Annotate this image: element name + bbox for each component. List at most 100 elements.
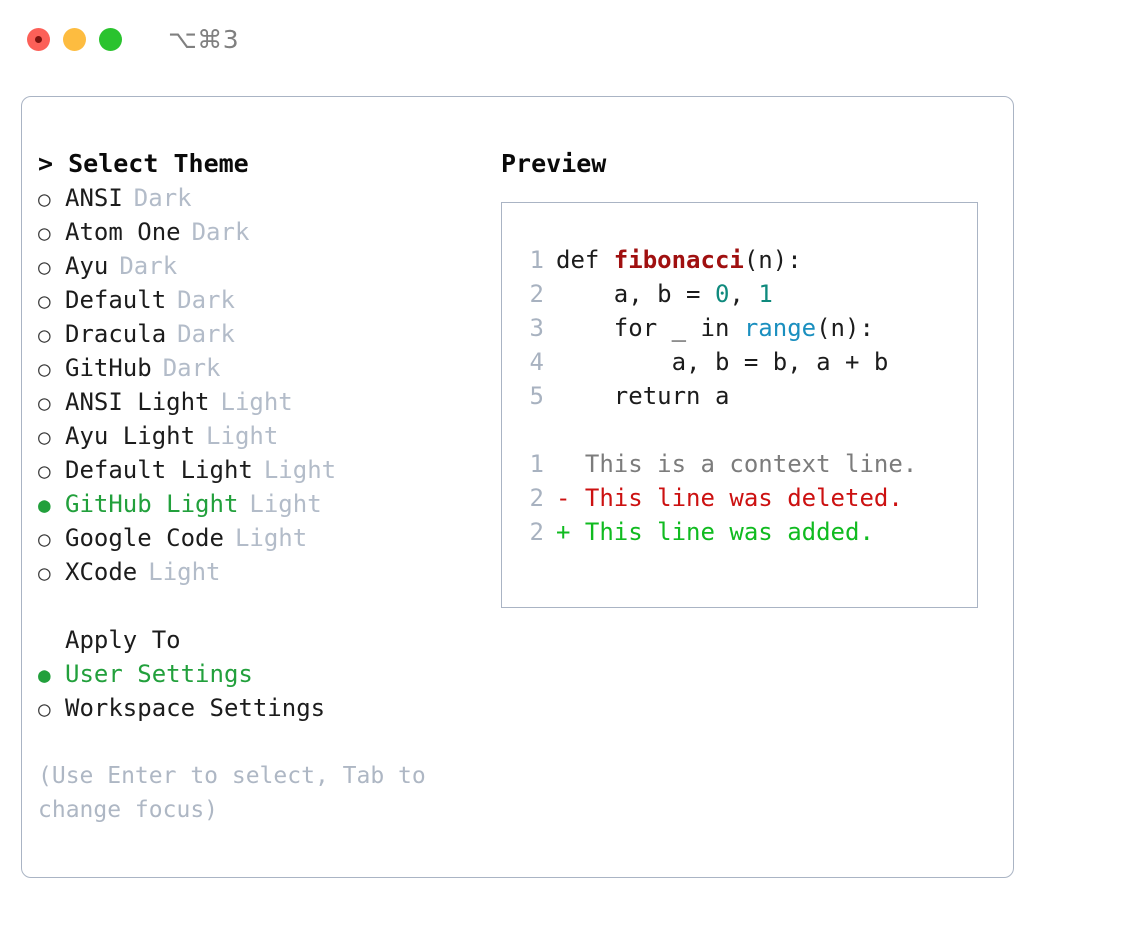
radio-unselected-icon: ○: [38, 561, 51, 585]
code-token: 1: [758, 280, 773, 308]
apply-to-option-label: Workspace Settings: [65, 694, 326, 722]
theme-option-atom-one[interactable]: ○ Atom One Dark: [38, 215, 498, 249]
theme-option-label: Atom One: [65, 218, 181, 246]
theme-variant-tag: Dark: [119, 252, 178, 280]
code-token: for _ in: [613, 314, 744, 342]
radio-selected-icon: ●: [38, 663, 51, 687]
code-line: 4 a, b = b, a + b: [514, 345, 971, 379]
theme-variant-tag: Light: [249, 490, 322, 518]
maximize-window-icon[interactable]: [99, 27, 122, 51]
code-line-content: for _ in range(n):: [556, 311, 874, 345]
code-line-content: return a: [556, 379, 730, 413]
keyboard-shortcut-label: ⌥⌘3: [168, 24, 240, 54]
code-line: 2 a, b = 0, 1: [514, 277, 971, 311]
radio-unselected-icon: ○: [38, 459, 51, 483]
line-number: 2: [529, 484, 544, 512]
keyboard-hint-text: (Use Enter to select, Tab to change focu…: [38, 763, 440, 823]
diff-line-text: This is a context line.: [584, 450, 918, 478]
code-line-content: a, b = b, a + b: [556, 345, 889, 379]
code-token: 0: [714, 280, 730, 308]
apply-to-option-workspace-settings[interactable]: ○ Workspace Settings: [38, 691, 498, 725]
theme-option-default[interactable]: ○ Default Dark: [38, 283, 498, 317]
code-token: def: [556, 246, 614, 274]
code-token: return a: [613, 382, 730, 410]
code-token: fibonacci: [613, 246, 744, 274]
radio-selected-icon: ●: [38, 493, 51, 517]
code-line: 3 for _ in range(n):: [514, 311, 971, 345]
theme-option-label: GitHub: [65, 354, 152, 382]
diff-line-del: 2- This line was deleted.: [514, 481, 971, 515]
theme-option-label: Default: [65, 286, 167, 314]
theme-variant-tag: Dark: [133, 184, 192, 212]
apply-to-option-user-settings[interactable]: ● User Settings: [38, 657, 498, 691]
window-controls: [27, 27, 122, 51]
theme-option-label: GitHub Light: [65, 490, 239, 518]
theme-variant-tag: Light: [148, 558, 221, 586]
theme-option-label: Default Light: [65, 456, 253, 484]
theme-option-label: ANSI: [65, 184, 123, 212]
theme-option-default-light[interactable]: ○ Default Light Light: [38, 453, 498, 487]
code-token: (n):: [816, 314, 874, 342]
radio-unselected-icon: ○: [38, 425, 51, 449]
radio-unselected-icon: ○: [38, 221, 51, 245]
code-token: a, b = b, a + b: [671, 348, 889, 376]
line-number: 1: [529, 450, 544, 478]
theme-variant-tag: Light: [234, 524, 308, 552]
theme-variant-tag: Dark: [162, 354, 221, 382]
diff-marker: +: [556, 518, 585, 546]
theme-option-github-light[interactable]: ● GitHub Light Light: [38, 487, 498, 521]
theme-option-label: Ayu: [65, 252, 109, 280]
code-token: a, b =: [613, 280, 715, 308]
minimize-window-icon[interactable]: [63, 27, 86, 51]
line-number: 2: [529, 280, 544, 308]
code-token: ,: [729, 280, 759, 308]
preview-title: Preview: [501, 149, 607, 178]
close-window-icon[interactable]: [27, 27, 50, 51]
apply-to-heading: Apply To: [65, 626, 181, 654]
radio-unselected-icon: ○: [38, 255, 51, 279]
title-bar: ⌥⌘3: [0, 0, 1140, 78]
radio-unselected-icon: ○: [38, 323, 51, 347]
theme-option-xcode[interactable]: ○ XCode Light: [38, 555, 498, 589]
line-number: 3: [529, 314, 544, 342]
radio-unselected-icon: ○: [38, 357, 51, 381]
diff-marker: -: [556, 484, 585, 512]
diff-line-text: This line was deleted.: [584, 484, 903, 512]
theme-variant-tag: Light: [220, 388, 293, 416]
theme-variant-tag: Dark: [191, 218, 250, 246]
theme-variant-tag: Dark: [177, 320, 235, 348]
theme-option-github[interactable]: ○ GitHub Dark: [38, 351, 498, 385]
diff-line-text: This line was added.: [584, 518, 874, 546]
code-line-content: a, b = 0, 1: [556, 277, 773, 311]
page-title: > Select Theme: [38, 149, 249, 178]
code-token: (n):: [743, 246, 802, 274]
theme-variant-tag: Dark: [177, 286, 235, 314]
theme-option-label: Ayu Light: [65, 422, 196, 450]
radio-unselected-icon: ○: [38, 391, 51, 415]
code-line: 5 return a: [514, 379, 971, 413]
apply-to-option-label: User Settings: [65, 660, 253, 688]
line-number: 4: [529, 348, 544, 376]
apply-to-list: ● User Settings ○ Workspace Settings: [38, 657, 498, 725]
theme-variant-tag: Light: [263, 456, 337, 484]
radio-unselected-icon: ○: [38, 289, 51, 313]
line-number: 2: [529, 518, 544, 546]
line-number: 5: [529, 382, 544, 410]
diff-marker: [556, 447, 585, 481]
theme-option-ayu[interactable]: ○ Ayu Dark: [38, 249, 498, 283]
theme-option-label: Google Code: [65, 524, 224, 552]
radio-unselected-icon: ○: [38, 697, 51, 721]
theme-option-label: XCode: [65, 558, 138, 586]
code-line-content: def fibonacci(n):: [556, 243, 802, 277]
